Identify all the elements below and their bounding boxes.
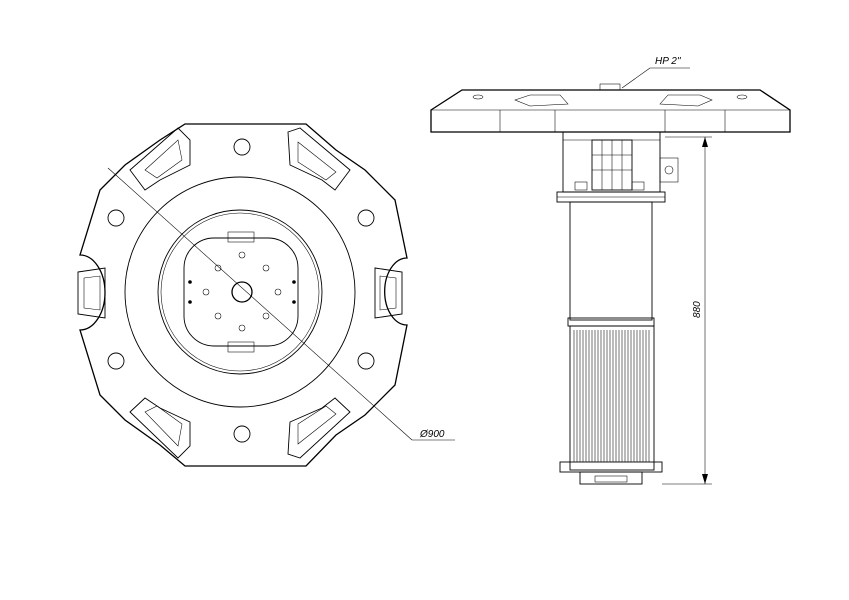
center-plate <box>183 237 299 347</box>
flange-hole <box>233 425 251 443</box>
plate-pin <box>292 280 296 284</box>
plate-hole <box>262 312 270 320</box>
filter-body <box>569 325 655 471</box>
plate-hole <box>202 288 210 296</box>
flange-hole <box>107 209 125 227</box>
outer-flange-outline <box>79 123 408 467</box>
diameter-line <box>107 167 413 441</box>
height-label: 880 <box>692 301 703 318</box>
plate-tab-top <box>227 231 255 243</box>
plate-hole <box>214 264 222 272</box>
plate-pin <box>188 300 192 304</box>
bracket-pocket <box>129 127 191 191</box>
flange-hole <box>107 352 125 370</box>
bracket-pocket <box>77 267 106 319</box>
base-plate <box>559 461 663 473</box>
height-arrow-bottom <box>702 474 708 484</box>
center-hole <box>231 281 253 303</box>
top-view: Ø900 <box>77 123 455 467</box>
middle-ring <box>157 209 323 375</box>
thread-leader <box>621 67 651 89</box>
middle-ring-inner <box>160 212 320 372</box>
bracket-pocket <box>374 267 403 319</box>
plate-hole <box>238 251 246 259</box>
flange-hole <box>357 352 375 370</box>
thread-label: HP 2'' <box>655 56 682 67</box>
bracket-pocket <box>287 397 351 459</box>
plate-pin <box>292 300 296 304</box>
top-flange <box>430 89 791 133</box>
motor-body <box>569 201 653 321</box>
outer-ring <box>124 176 356 408</box>
plate-pin <box>188 280 192 284</box>
gear-housing <box>562 131 661 193</box>
flange-hole <box>357 209 375 227</box>
plate-hole <box>274 288 282 296</box>
plate-hole <box>262 264 270 272</box>
plate-hole <box>214 312 222 320</box>
bracket-pocket <box>287 127 351 191</box>
flange-hole <box>233 138 251 156</box>
filter-fins <box>573 330 650 462</box>
side-view: HP 2'' 880 <box>430 56 791 485</box>
diameter-label: Ø900 <box>419 429 445 440</box>
plate-tab-bottom <box>227 341 255 353</box>
height-arrow-top <box>702 137 708 147</box>
plate-hole <box>238 324 246 332</box>
bracket-pocket <box>129 397 191 459</box>
